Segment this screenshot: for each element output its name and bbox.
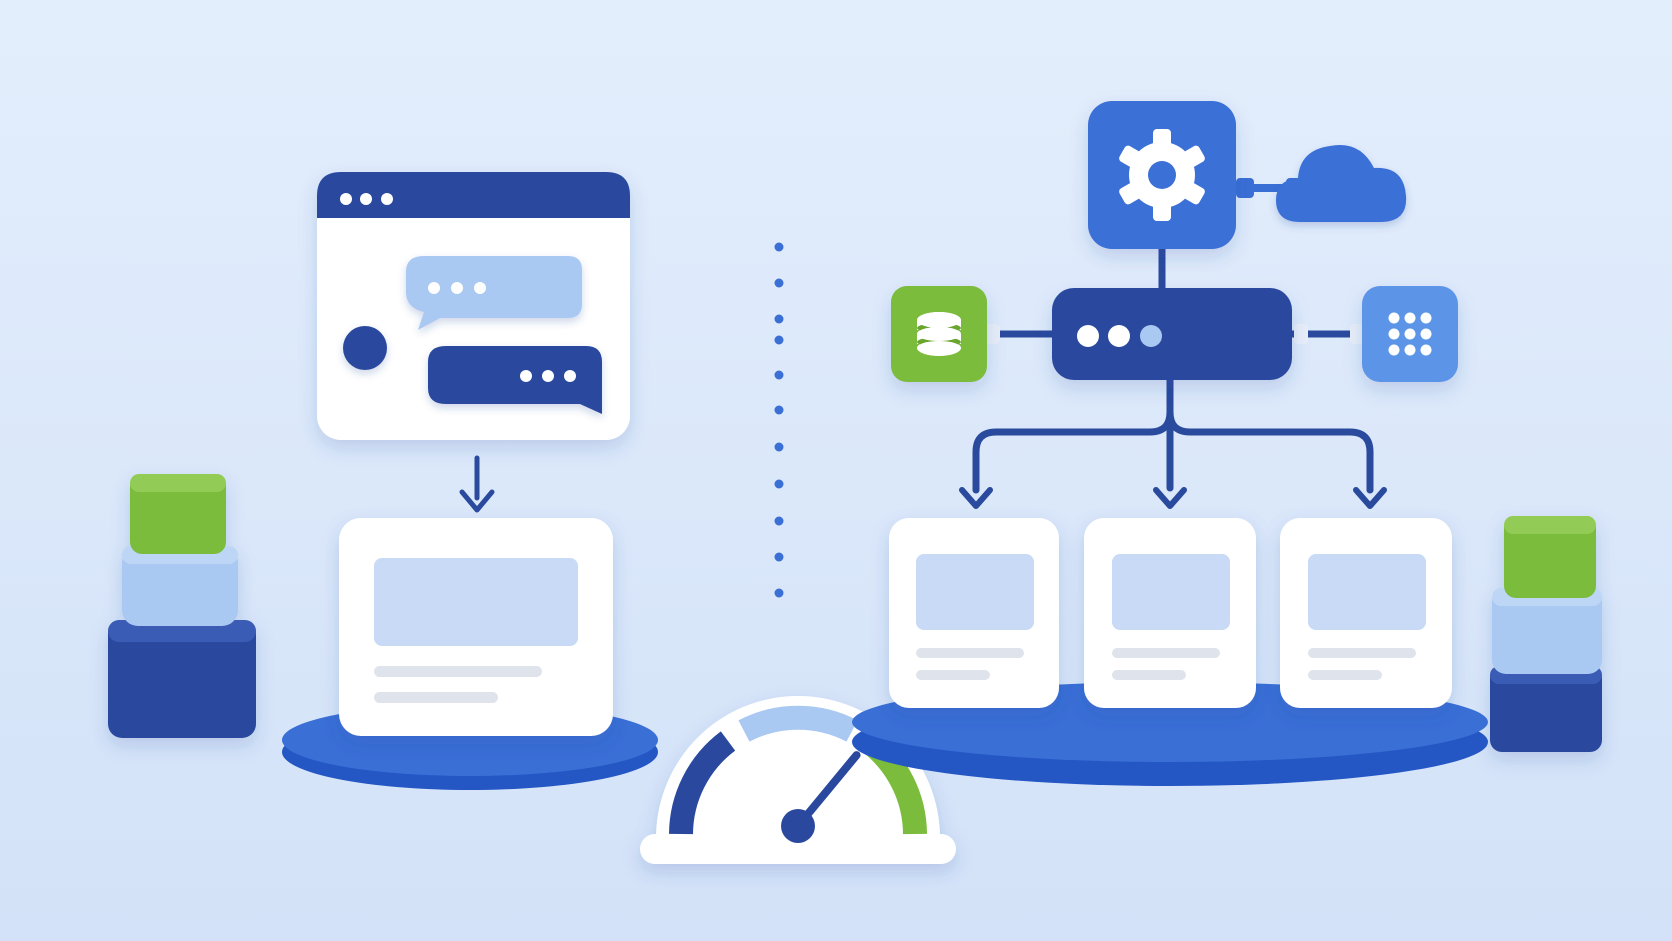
database-tile	[891, 286, 987, 382]
connector-cap	[1294, 324, 1308, 344]
green-cube	[1504, 516, 1596, 598]
card-image-placeholder	[916, 554, 1034, 630]
typing-dot	[428, 282, 440, 294]
card-text-line	[916, 648, 1024, 658]
navy-cube	[1490, 666, 1602, 752]
light-blue-cube	[122, 546, 238, 626]
card-text-line	[1112, 648, 1220, 658]
server-icon	[1052, 288, 1292, 380]
light-blue-cube	[1492, 588, 1602, 674]
output-card	[1280, 518, 1452, 708]
connector-plug	[1236, 178, 1254, 198]
typing-dot	[520, 370, 532, 382]
arrow-down-icon	[1353, 487, 1387, 509]
incoming-chat-bubble	[406, 256, 582, 330]
connector-cap	[986, 324, 1000, 344]
left-content-card	[339, 518, 613, 736]
card-text-line	[374, 666, 542, 677]
window-dot	[360, 193, 372, 205]
green-cube-top	[130, 474, 226, 492]
connectors	[972, 238, 1374, 494]
arrow-down-icon	[959, 487, 993, 509]
status-light	[1077, 325, 1099, 347]
down-arrow-icon	[459, 489, 495, 513]
browser-title-bar	[317, 172, 630, 218]
gauge-pivot	[781, 809, 815, 843]
grid-icon	[1388, 312, 1432, 356]
gauge-segment-low	[669, 731, 736, 835]
right-cube-stack	[1490, 516, 1602, 752]
arrow-down-icon	[1153, 487, 1187, 509]
card-image-placeholder	[374, 558, 578, 646]
window-dot	[381, 193, 393, 205]
output-card	[889, 518, 1059, 708]
output-cards	[889, 518, 1452, 708]
output-card	[1084, 518, 1256, 708]
card-text-line	[1308, 648, 1416, 658]
window-dot	[340, 193, 352, 205]
navy-cube	[108, 620, 256, 738]
gear-icon	[1119, 129, 1205, 221]
left-cube-stack	[108, 474, 256, 738]
card-image-placeholder	[1308, 554, 1426, 630]
card-text-line	[1112, 670, 1186, 680]
connector-cap	[1350, 324, 1364, 344]
status-light	[1108, 325, 1130, 347]
grid-tile	[1362, 286, 1458, 382]
card-text-line	[916, 670, 990, 680]
gear-box	[1088, 101, 1236, 249]
gauge-segment-mid	[738, 705, 858, 742]
green-cube-top	[1504, 516, 1596, 534]
typing-dot	[542, 370, 554, 382]
gauge-base	[640, 834, 956, 864]
chat-bubble-icon	[343, 256, 602, 414]
status-light	[1140, 325, 1162, 347]
green-cube	[130, 474, 226, 554]
card-text-line	[374, 692, 498, 703]
server-to-left-branch	[972, 408, 1174, 494]
avatar-circle	[343, 326, 387, 370]
typing-dot	[564, 370, 576, 382]
server-unit	[1052, 288, 1292, 380]
typing-dot	[474, 282, 486, 294]
card-text-line	[1308, 670, 1382, 680]
card-image-placeholder	[1112, 554, 1230, 630]
branch-arrows	[959, 487, 1387, 509]
typing-dot	[451, 282, 463, 294]
outgoing-chat-bubble	[428, 346, 602, 414]
dotted-divider	[774, 242, 784, 598]
server-to-right-branch	[1166, 408, 1374, 494]
cloud-icon	[1276, 144, 1407, 222]
